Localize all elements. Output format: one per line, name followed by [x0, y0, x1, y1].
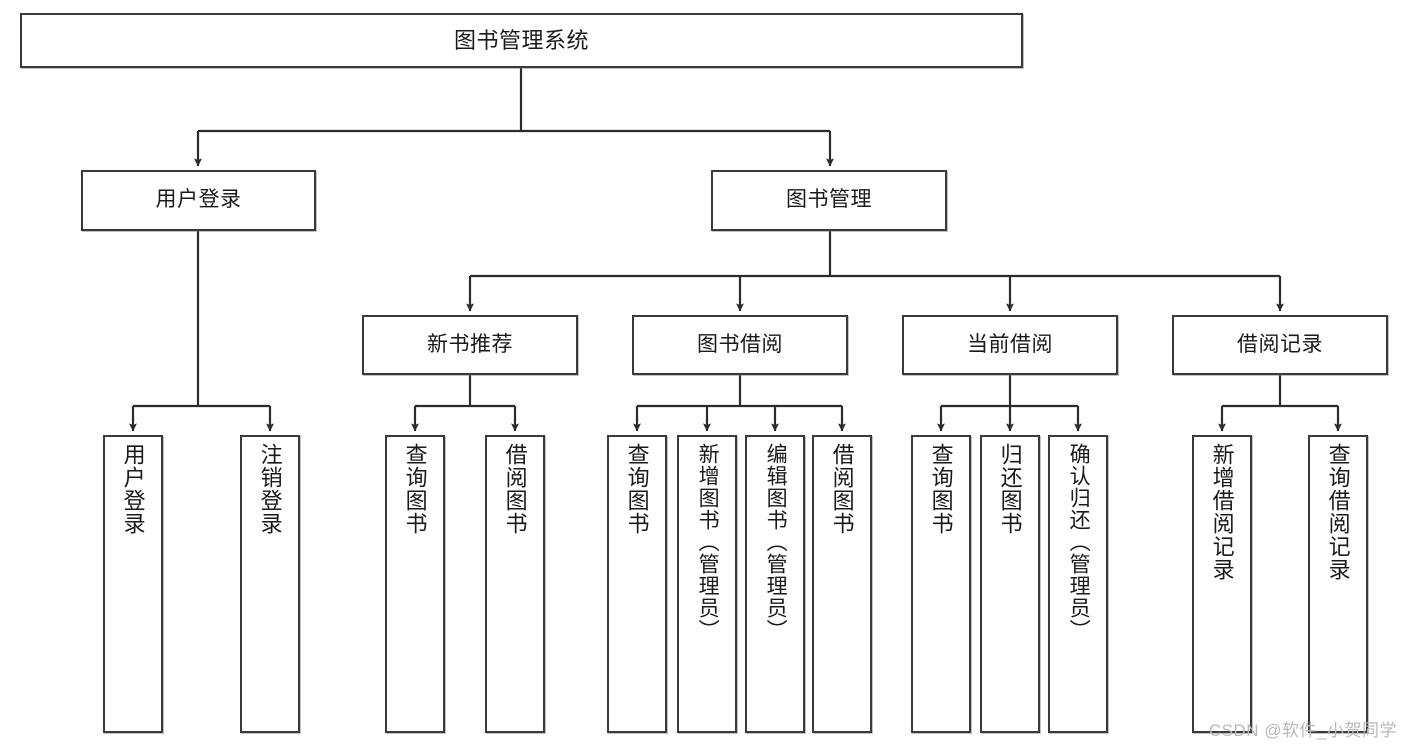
node-label: 查询图书 — [928, 443, 954, 535]
node-label: 查询借阅记录 — [1325, 443, 1351, 581]
node-book-management[interactable]: 图书管理 — [711, 170, 947, 231]
node-user-login[interactable]: 用户登录 — [81, 170, 316, 231]
csdn-watermark: CSDN @软件_小贺同学 — [1208, 721, 1397, 740]
node-borrow-records[interactable]: 借阅记录 — [1172, 315, 1388, 375]
node-label: 注销登录 — [257, 443, 283, 535]
node-label: 新增图书（管理员） — [696, 443, 720, 641]
leaf-add-book-admin[interactable]: 新增图书（管理员） — [677, 435, 737, 733]
leaf-query-books-current[interactable]: 查询图书 — [911, 435, 971, 733]
node-label: 用户登录 — [120, 443, 146, 535]
node-book-borrow[interactable]: 图书借阅 — [632, 315, 848, 375]
leaf-query-books-recommend[interactable]: 查询图书 — [385, 435, 445, 733]
node-label: 查询图书 — [402, 443, 428, 535]
leaf-user-login[interactable]: 用户登录 — [103, 435, 163, 733]
leaf-borrow-books-borrow[interactable]: 借阅图书 — [812, 435, 872, 733]
node-label: 归还图书 — [997, 443, 1023, 535]
node-label: 借阅图书 — [502, 443, 528, 535]
node-root-system[interactable]: 图书管理系统 — [20, 13, 1023, 68]
node-label: 编辑图书（管理员） — [764, 443, 788, 641]
node-label: 新书推荐 — [427, 332, 513, 356]
leaf-return-books[interactable]: 归还图书 — [980, 435, 1040, 733]
node-label: 借阅图书 — [829, 443, 855, 535]
node-current-borrow[interactable]: 当前借阅 — [902, 315, 1118, 375]
node-label: 当前借阅 — [967, 332, 1053, 356]
node-label: 图书管理系统 — [453, 27, 589, 53]
node-label: 查询图书 — [624, 443, 650, 535]
node-label: 新增借阅记录 — [1209, 443, 1235, 581]
leaf-edit-book-admin[interactable]: 编辑图书（管理员） — [745, 435, 805, 733]
leaf-borrow-books-recommend[interactable]: 借阅图书 — [485, 435, 545, 733]
node-label: 图书借阅 — [697, 332, 783, 356]
node-label: 借阅记录 — [1237, 332, 1323, 356]
node-label: 确认归还（管理员） — [1067, 443, 1091, 641]
node-label: 图书管理 — [786, 188, 872, 212]
leaf-confirm-return-admin[interactable]: 确认归还（管理员） — [1048, 435, 1108, 733]
leaf-query-borrow-record[interactable]: 查询借阅记录 — [1308, 435, 1368, 733]
node-new-book-recommend[interactable]: 新书推荐 — [362, 315, 578, 375]
leaf-query-books-borrow[interactable]: 查询图书 — [607, 435, 667, 733]
leaf-add-borrow-record[interactable]: 新增借阅记录 — [1192, 435, 1252, 733]
leaf-logout[interactable]: 注销登录 — [240, 435, 300, 733]
node-label: 用户登录 — [155, 188, 242, 212]
